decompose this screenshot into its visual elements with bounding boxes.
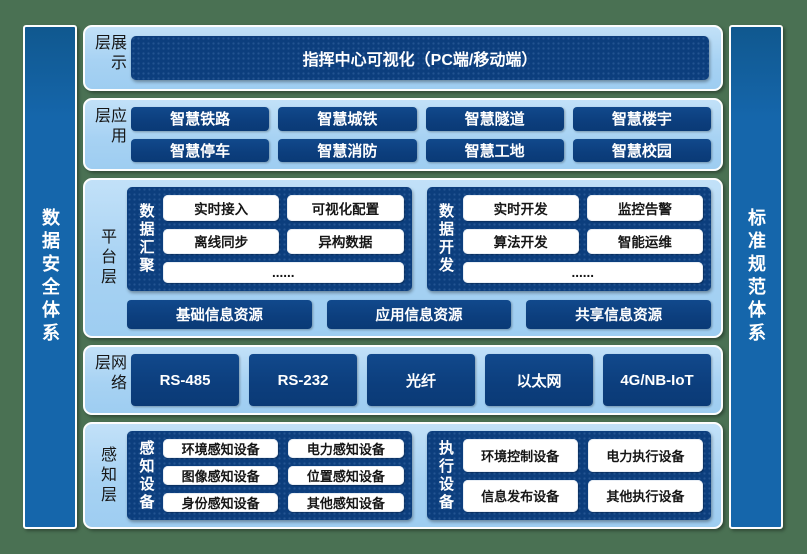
network-layer-body: RS-485 RS-232 光纤 以太网 4G/NB-IoT (131, 354, 711, 406)
execution-item: 环境控制设备 (462, 439, 578, 472)
execution-item: 信息发布设备 (462, 479, 578, 512)
data-aggregation-title-wrap: 数据汇聚 (135, 195, 157, 283)
data-aggregation-group: 数据汇聚 实时接入 可视化配置 离线同步 异构数据 ...... (127, 187, 412, 291)
network-item: 光纤 (367, 354, 475, 406)
application-layer-label: 应用层 (92, 107, 125, 147)
network-item: RS-232 (249, 354, 357, 406)
platform-item-more: ...... (462, 262, 703, 283)
platform-item: 可视化配置 (287, 195, 404, 221)
network-grid: RS-485 RS-232 光纤 以太网 4G/NB-IoT (131, 354, 711, 406)
platform-item-more: ...... (163, 262, 404, 283)
data-aggregation-grid: 实时接入 可视化配置 离线同步 异构数据 ...... (163, 195, 404, 283)
presentation-layer-label-wrap: 展示层 (92, 34, 125, 82)
panel-application-layer: 应用层 智慧铁路 智慧城铁 智慧隧道 智慧楼宇 智慧停车 智慧消防 智慧工地 智… (83, 98, 723, 171)
data-development-group: 数据开发 实时开发 监控告警 算法开发 智能运维 ...... (426, 187, 711, 291)
perception-groups: 感知设备 环境感知设备 电力感知设备 图像感知设备 位置感知设备 身份感知设备 … (127, 431, 711, 520)
architecture-diagram: 数据安全体系 展示层 指挥中心可视化（PC端/移动端） 应用层 智慧铁路 智慧城… (23, 25, 783, 529)
app-item: 智慧工地 (425, 138, 564, 162)
network-layer-label-wrap: 网络层 (92, 354, 125, 406)
platform-layer-body: 数据汇聚 实时接入 可视化配置 离线同步 异构数据 ...... 数据开发 (127, 187, 711, 329)
execution-devices-grid: 环境控制设备 电力执行设备 信息发布设备 其他执行设备 (462, 439, 703, 512)
platform-groups: 数据汇聚 实时接入 可视化配置 离线同步 异构数据 ...... 数据开发 (127, 187, 711, 291)
right-pillar-label: 标准规范体系 (746, 208, 766, 346)
platform-item: 监控告警 (586, 195, 703, 221)
app-item: 智慧校园 (572, 138, 711, 162)
execution-devices-group: 执行设备 环境控制设备 电力执行设备 信息发布设备 其他执行设备 (426, 431, 711, 520)
data-development-grid: 实时开发 监控告警 算法开发 智能运维 ...... (462, 195, 703, 283)
platform-layer-label: 平台层 (98, 228, 115, 288)
right-pillar-standards: 标准规范体系 (729, 25, 783, 529)
perception-layer-label-wrap: 感知层 (92, 431, 120, 520)
sensing-item: 身份感知设备 (163, 493, 279, 512)
data-aggregation-title: 数据汇聚 (137, 203, 155, 275)
sensing-devices-grid: 环境感知设备 电力感知设备 图像感知设备 位置感知设备 身份感知设备 其他感知设… (163, 439, 404, 512)
network-layer-label: 网络层 (92, 354, 125, 394)
network-item: RS-485 (131, 354, 239, 406)
application-layer-label-wrap: 应用层 (92, 107, 125, 162)
platform-item: 实时接入 (163, 195, 280, 221)
application-grid: 智慧铁路 智慧城铁 智慧隧道 智慧楼宇 智慧停车 智慧消防 智慧工地 智慧校园 (131, 107, 711, 162)
execution-item: 电力执行设备 (587, 439, 703, 472)
panel-presentation-layer: 展示层 指挥中心可视化（PC端/移动端） (83, 25, 723, 91)
resource-item: 共享信息资源 (526, 300, 711, 329)
sensing-item: 图像感知设备 (163, 466, 279, 485)
platform-item: 异构数据 (287, 228, 404, 255)
execution-item: 其他执行设备 (587, 479, 703, 512)
execution-devices-title-wrap: 执行设备 (435, 439, 457, 512)
platform-item: 离线同步 (163, 228, 280, 255)
sensing-item: 环境感知设备 (163, 439, 279, 458)
sensing-devices-title-wrap: 感知设备 (135, 439, 157, 512)
left-pillar-data-security: 数据安全体系 (23, 25, 77, 529)
panel-platform-layer: 平台层 数据汇聚 实时接入 可视化配置 离线同步 异构数据 ...... (83, 178, 723, 338)
perception-layer-body: 感知设备 环境感知设备 电力感知设备 图像感知设备 位置感知设备 身份感知设备 … (127, 431, 711, 520)
platform-layer-label-wrap: 平台层 (92, 187, 120, 329)
resource-item: 基础信息资源 (127, 300, 312, 329)
execution-devices-title: 执行设备 (437, 439, 454, 512)
command-center-visualization-box: 指挥中心可视化（PC端/移动端） (131, 36, 709, 80)
app-item: 智慧铁路 (131, 107, 270, 131)
sensing-devices-group: 感知设备 环境感知设备 电力感知设备 图像感知设备 位置感知设备 身份感知设备 … (127, 431, 412, 520)
perception-layer-label: 感知层 (98, 445, 115, 506)
layer-stack: 展示层 指挥中心可视化（PC端/移动端） 应用层 智慧铁路 智慧城铁 智慧隧道 … (83, 25, 723, 529)
data-development-title-wrap: 数据开发 (435, 195, 457, 283)
network-item: 4G/NB-IoT (603, 354, 711, 406)
sensing-item: 其他感知设备 (288, 493, 404, 512)
app-item: 智慧消防 (278, 138, 417, 162)
information-resources-row: 基础信息资源 应用信息资源 共享信息资源 (127, 300, 711, 329)
application-layer-body: 智慧铁路 智慧城铁 智慧隧道 智慧楼宇 智慧停车 智慧消防 智慧工地 智慧校园 (131, 107, 711, 162)
data-development-title: 数据开发 (437, 203, 454, 275)
resource-item: 应用信息资源 (326, 300, 512, 329)
app-item: 智慧城铁 (278, 107, 417, 131)
network-item: 以太网 (485, 354, 593, 406)
sensing-item: 电力感知设备 (288, 439, 404, 458)
app-item: 智慧隧道 (425, 107, 564, 131)
panel-perception-layer: 感知层 感知设备 环境感知设备 电力感知设备 图像感知设备 位置感知设备 身份感… (83, 422, 723, 529)
presentation-layer-body: 指挥中心可视化（PC端/移动端） (131, 34, 711, 82)
app-item: 智慧停车 (131, 138, 270, 162)
presentation-layer-label: 展示层 (92, 34, 125, 74)
left-pillar-label: 数据安全体系 (40, 208, 60, 346)
platform-item: 实时开发 (462, 195, 579, 221)
panel-network-layer: 网络层 RS-485 RS-232 光纤 以太网 4G/NB-IoT (83, 345, 723, 415)
platform-item: 算法开发 (462, 228, 579, 255)
sensing-devices-title: 感知设备 (137, 439, 155, 512)
sensing-item: 位置感知设备 (288, 466, 404, 485)
platform-item: 智能运维 (586, 228, 703, 255)
app-item: 智慧楼宇 (572, 107, 711, 131)
